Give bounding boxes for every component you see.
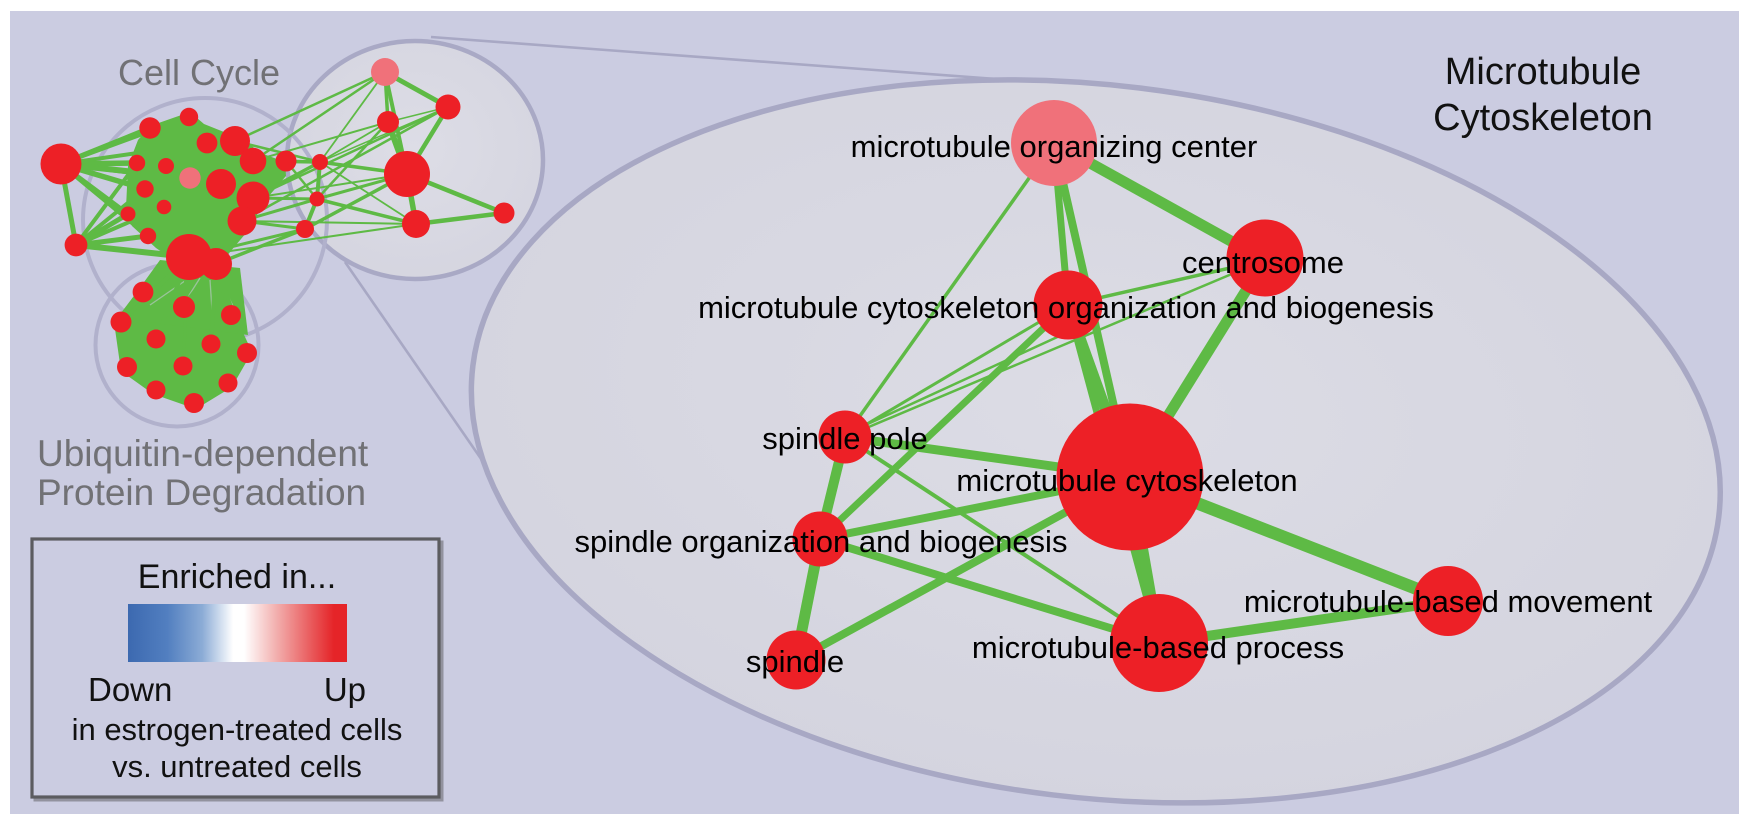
svg-text:in estrogen-treated cells: in estrogen-treated cells: [72, 712, 403, 747]
svg-text:spindle pole: spindle pole: [762, 421, 927, 456]
svg-text:Microtubule: Microtubule: [1445, 51, 1641, 93]
svg-text:Cell Cycle: Cell Cycle: [118, 52, 280, 93]
svg-text:microtubule cytoskeleton: microtubule cytoskeleton: [956, 463, 1297, 498]
svg-text:microtubule cytoskeleton organ: microtubule cytoskeleton organization an…: [698, 290, 1434, 325]
svg-text:centrosome: centrosome: [1182, 245, 1344, 280]
svg-text:spindle organization and bioge: spindle organization and biogenesis: [575, 524, 1068, 559]
svg-text:microtubule-based process: microtubule-based process: [972, 630, 1344, 665]
svg-text:Up: Up: [324, 671, 366, 708]
svg-text:Protein Degradation: Protein Degradation: [37, 472, 366, 513]
svg-text:vs. untreated cells: vs. untreated cells: [112, 749, 362, 784]
svg-text:Down: Down: [88, 671, 172, 708]
svg-text:Enriched in...: Enriched in...: [138, 558, 336, 596]
svg-text:microtubule organizing center: microtubule organizing center: [851, 129, 1258, 164]
svg-text:Cytoskeleton: Cytoskeleton: [1433, 97, 1653, 139]
svg-text:spindle: spindle: [746, 644, 844, 679]
svg-text:microtubule-based movement: microtubule-based movement: [1244, 584, 1653, 619]
svg-text:Ubiquitin-dependent: Ubiquitin-dependent: [37, 433, 369, 474]
